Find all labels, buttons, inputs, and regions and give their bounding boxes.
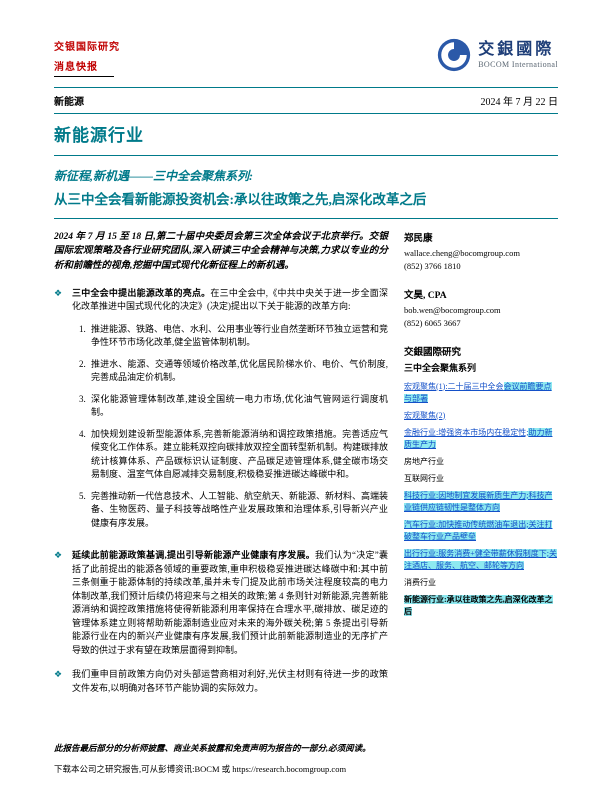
main-column: 2024 年 7 月 15 至 18 日,第二十届中央委员会第三次全体会议于北京… (54, 230, 388, 707)
bulletin-label: 消息快报 (54, 58, 114, 77)
header-left: 交银国际研究 消息快报 (54, 38, 120, 77)
section-body: 在三中全会中,《中共中央关于进一步全面深化改革推进中国式现代化的决定》(决定)提… (72, 287, 388, 312)
section-body: 我们认为“决定”囊括了此前提出的能源各领域的重要政策,重申积极稳妥推进碳达峰碳中… (72, 550, 388, 655)
page-header: 交银国际研究 消息快报 交銀國際 BOCOM International (54, 38, 558, 77)
reform-directions-list: 推进能源、铁路、电信、水利、公用事业等行业自然垄断环节独立运营和竞争性环节市场化… (88, 323, 388, 531)
analyst-name: 文昊, CPA (404, 290, 447, 301)
sidebar-series-title: 三中全会聚焦系列 (404, 362, 477, 373)
related-report-link[interactable]: 科技行业:因地制宜发展新质生产力;科技产业链供应链韧性是整体方向 (404, 490, 553, 512)
sidebar: 郑民康 wallace.cheng@bocomgroup.com (852) 3… (404, 230, 558, 707)
series-title: 新征程,新机遇——三中全会聚焦系列: (54, 169, 253, 183)
research-portal-link[interactable]: https://research.bocomgroup.com (232, 764, 347, 775)
section-text: 延续此前能源政策基调,提出引导新能源产业健康有序发展。我们认为“决定”囊括了此前… (72, 549, 388, 657)
analyst-list: 郑民康 wallace.cheng@bocomgroup.com (852) 3… (404, 230, 558, 328)
sector-tag: 新能源 (54, 97, 84, 108)
related-report-link[interactable]: 宏观聚焦(1):二十届三中全会会议前瞻要点与部署 (404, 381, 552, 403)
analyst-card: 文昊, CPA bob.wen@bocomgroup.com (852) 606… (404, 287, 558, 328)
divider-headline (54, 217, 558, 219)
related-report-link[interactable]: 互联网行业 (404, 473, 444, 483)
section-text: 三中全会中提出能源改革的亮点。在三中全会中,《中共中央关于进一步全面深化改革推进… (72, 287, 388, 539)
body-area: 2024 年 7 月 15 至 18 日,第二十届中央委员会第三次全体会议于北京… (54, 230, 558, 707)
related-report-link[interactable]: 金融行业:增强资本市场内在稳定性;助力新质生产力 (404, 427, 553, 449)
meta-row: 新能源 2024 年 7 月 22 日 (54, 88, 558, 113)
disclosure-note: 此报告最后部分的分析师披露、商业关系披露和免责声明为报告的一部分,必须阅读。 (54, 743, 371, 754)
sidebar-org-title: 交銀國際研究 (404, 347, 462, 358)
numbered-item: 推进水、能源、交通等领域价格改革,优化居民阶梯水价、电价、气价制度,完善成品油定… (88, 358, 388, 385)
section-policy-continuity: ❖ 延续此前能源政策基调,提出引导新能源产业健康有序发展。我们认为“决定”囊括了… (54, 549, 388, 657)
page-footer: 此报告最后部分的分析师披露、商业关系披露和免责声明为报告的一部分,必须阅读。 下… (54, 743, 558, 776)
diamond-bullet-icon: ❖ (54, 550, 63, 561)
bocom-logo-icon (438, 38, 471, 72)
related-report-link[interactable]: 消费行业 (404, 577, 436, 587)
related-report-link[interactable]: 新能源行业:承以往政策之先,启深化改革之后 (404, 594, 553, 616)
analyst-name: 郑民康 (404, 233, 433, 244)
related-report-link[interactable]: 出行行业:服务消费+健全带薪休假制度下;关注酒店、服务、航空、邮轮等方向 (404, 548, 557, 570)
logo-en: BOCOM International (478, 60, 558, 70)
section-body: 我们重申目前政策方向仍对头部运营商相对利好,光伏主材则有待进一步的政策文件发布,… (72, 669, 388, 693)
logo-text: 交銀國際 BOCOM International (478, 41, 558, 70)
section-text: 我们重申目前政策方向仍对头部运营商相对利好,光伏主材则有待进一步的政策文件发布,… (72, 668, 388, 695)
industry-title: 新能源行业 (54, 126, 144, 145)
download-prefix: 下载本公司之研究报告,可从彭博资讯:BOCM 或 (54, 764, 233, 775)
analyst-email-link[interactable]: bob.wen@bocomgroup.com (404, 304, 501, 315)
section-lead: 三中全会中提出能源改革的亮点。 (72, 287, 211, 298)
numbered-item: 推进能源、铁路、电信、水利、公用事业等行业自然垄断环节独立运营和竞争性环节市场化… (88, 323, 388, 350)
section-energy-reform: ❖ 三中全会中提出能源改革的亮点。在三中全会中,《中共中央关于进一步全面深化改革… (54, 287, 388, 539)
diamond-bullet-icon: ❖ (54, 669, 63, 680)
numbered-item: 加快规划建设新型能源体系,完善新能源消纳和调控政策措施。完善适应气候变化工作体系… (88, 428, 388, 482)
analyst-email-link[interactable]: wallace.cheng@bocomgroup.com (404, 247, 520, 258)
report-headline: 从三中全会看新能源投资机会:承以往政策之先,启深化改革之后 (54, 192, 427, 207)
related-report-link[interactable]: 房地产行业 (404, 456, 444, 466)
summary-paragraph: 2024 年 7 月 15 至 18 日,第二十届中央委员会第三次全体会议于北京… (54, 231, 388, 271)
analyst-phone: (852) 3766 1810 (404, 260, 461, 271)
download-note: 下载本公司之研究报告,可从彭博资讯:BOCM 或 https://researc… (54, 764, 558, 776)
org-name: 交银国际研究 (54, 42, 120, 53)
divider-meta (54, 113, 558, 114)
analyst-phone: (852) 6065 3667 (404, 317, 461, 328)
divider-top (54, 87, 558, 88)
analyst-card: 郑民康 wallace.cheng@bocomgroup.com (852) 3… (404, 230, 558, 271)
numbered-item: 完善推动新一代信息技术、人工智能、航空航天、新能源、新材料、高端装备、生物医药、… (88, 490, 388, 531)
related-report-list: 宏观聚焦(1):二十届三中全会会议前瞻要点与部署 宏观聚焦(2) 金融行业:增强… (404, 381, 558, 618)
divider-industry (54, 155, 558, 156)
related-report-link[interactable]: 汽车行业:加快推动传统燃油车退出;关注打破整车行业产品壁垒 (404, 519, 553, 541)
logo-cn: 交銀國際 (478, 40, 555, 58)
report-date: 2024 年 7 月 22 日 (480, 97, 559, 108)
diamond-bullet-icon: ❖ (54, 287, 63, 298)
bocom-logo: 交銀國際 BOCOM International (437, 38, 558, 72)
section-view: ❖ 我们重申目前政策方向仍对头部运营商相对利好,光伏主材则有待进一步的政策文件发… (54, 668, 388, 695)
related-report-link[interactable]: 宏观聚焦(2) (404, 410, 446, 420)
section-lead: 延续此前能源政策基调,提出引导新能源产业健康有序发展。 (72, 550, 315, 561)
numbered-item: 深化能源管理体制改革,建设全国统一电力市场,优化油气管网运行调度机制。 (88, 393, 388, 420)
